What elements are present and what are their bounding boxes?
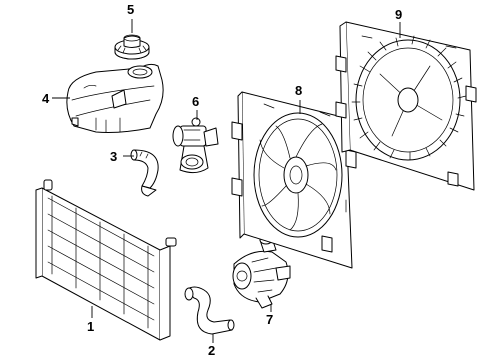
callout-6: 6 (192, 94, 199, 109)
callout-4: 4 (42, 91, 50, 106)
callout-5: 5 (127, 2, 134, 17)
fan-shroud (335, 21, 477, 191)
callout-1: 1 (87, 319, 94, 334)
upper-hose (130, 149, 159, 197)
thermostat-housing (172, 117, 219, 174)
callout-2: 2 (208, 343, 215, 358)
callout-8: 8 (295, 83, 302, 98)
callout-7: 7 (266, 312, 273, 327)
radiator (35, 179, 177, 341)
callout-9: 9 (395, 7, 402, 22)
lower-hose (184, 286, 235, 335)
callout-3: 3 (110, 149, 117, 164)
tank-cap (114, 34, 150, 60)
expansion-tank (66, 63, 164, 133)
water-pump (232, 235, 291, 309)
fan-assembly (231, 91, 357, 269)
